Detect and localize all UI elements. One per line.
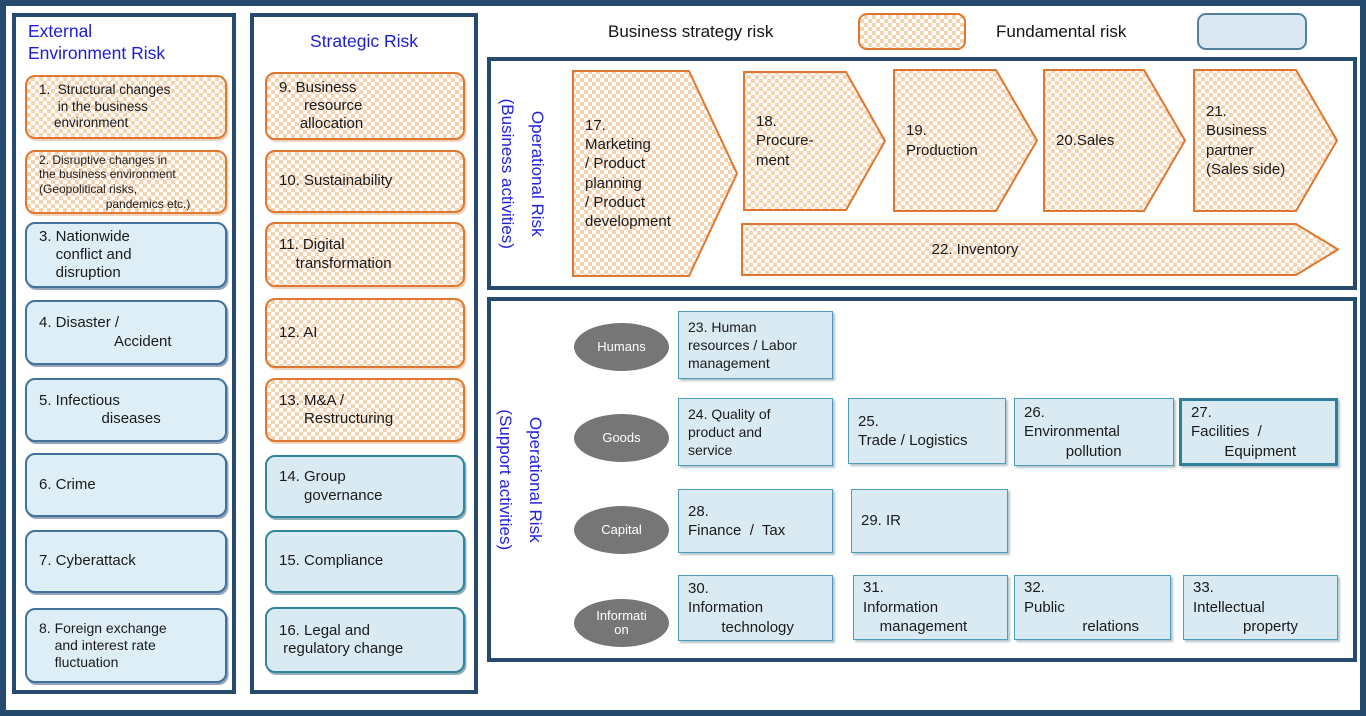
category-ellipse-information: Informati on [574, 599, 669, 647]
risk-item-25: 25. Trade / Logistics [848, 398, 1006, 464]
arrow-shape-icon [1043, 69, 1186, 212]
risk-item-7: 7. Cyberattack [25, 530, 227, 593]
process-arrow-20: 20.Sales [1043, 69, 1186, 212]
inventory-arrow-22-label: 22. Inventory [931, 240, 1019, 258]
process-arrow-17: 17. Marketing / Product planning / Produ… [572, 70, 738, 277]
risk-item-5: 5. Infectious diseases [25, 378, 227, 442]
arrow-shape-icon [741, 223, 1339, 276]
category-ellipse-goods: Goods [574, 414, 669, 462]
arrow-shape-icon [743, 71, 886, 211]
legend-business-strategy-label: Business strategy risk [608, 22, 774, 41]
risk-item-24: 24. Quality of product and service [678, 398, 833, 466]
inventory-arrow-22: 22. Inventory [741, 223, 1339, 276]
arrow-shape-icon [893, 69, 1038, 212]
risk-item-1: 1. Structural changes in the business en… [25, 75, 227, 139]
process-arrow-19-label: 19. Production [906, 122, 978, 159]
arrow-shape-icon [1193, 69, 1338, 212]
strategic-panel-title: Strategic Risk [310, 31, 418, 51]
external-panel-title: External Environment Risk [28, 21, 166, 63]
risk-item-13: 13. M&A / Restructuring [265, 378, 465, 442]
risk-item-8: 8. Foreign exchange and interest rate fl… [25, 608, 227, 683]
risk-item-26: 26. Environmental pollution [1014, 398, 1174, 466]
risk-item-10: 10. Sustainability [265, 150, 465, 213]
operational-risk-support-panel: Operational Risk (Support activities) Hu… [487, 297, 1357, 662]
risk-item-28: 28. Finance / Tax [678, 489, 833, 553]
risk-item-6: 6. Crime [25, 453, 227, 517]
risk-item-32: 32. Public relations [1014, 575, 1171, 640]
process-arrow-21: 21. Business partner (Sales side) [1193, 69, 1338, 212]
risk-item-16: 16. Legal and regulatory change [265, 607, 465, 673]
strategic-risk-panel: Strategic Risk 9. Business resource allo… [250, 13, 478, 694]
risk-item-12: 12. AI [265, 298, 465, 368]
process-arrow-20-label: 20.Sales [1056, 131, 1115, 149]
process-arrow-18-label: 18. Procure- ment [756, 113, 814, 169]
arrow-shape-icon [572, 70, 738, 277]
operational-risk-business-panel: Operational Risk (Business activities) 1… [487, 57, 1357, 290]
risk-item-31: 31. Information management [853, 575, 1008, 640]
risk-item-30: 30. Information technology [678, 575, 833, 641]
process-arrow-19: 19. Production [893, 69, 1038, 212]
business-activities-vertical-label: Operational Risk (Business activities) [498, 98, 547, 249]
risk-item-14: 14. Group governance [265, 455, 465, 518]
legend-fundamental-label: Fundamental risk [996, 22, 1127, 41]
risk-item-15: 15. Compliance [265, 530, 465, 593]
support-activities-vertical-label: Operational Risk (Support activities) [496, 409, 545, 550]
risk-item-4: 4. Disaster / Accident [25, 300, 227, 365]
legend-fundamental-swatch [1197, 13, 1307, 50]
legend-business-strategy-swatch [858, 13, 966, 50]
risk-item-29: 29. IR [851, 489, 1008, 553]
external-environment-risk-panel: External Environment Risk 1. Structural … [12, 13, 236, 694]
risk-item-33: 33. Intellectual property [1183, 575, 1338, 640]
risk-item-9: 9. Business resource allocation [265, 72, 465, 140]
risk-item-11: 11. Digital transformation [265, 222, 465, 287]
category-ellipse-humans: Humans [574, 323, 669, 371]
risk-item-23: 23. Human resources / Labor management [678, 311, 833, 379]
risk-item-3: 3. Nationwide conflict and disruption [25, 222, 227, 288]
risk-item-27: 27. Facilities / Equipment [1179, 398, 1338, 466]
risk-item-2: 2. Disruptive changes in the business en… [25, 150, 227, 214]
process-arrow-18: 18. Procure- ment [743, 71, 886, 211]
process-arrow-21-label: 21. Business partner (Sales side) [1206, 103, 1286, 178]
process-arrow-17-label: 17. Marketing / Product planning / Produ… [585, 116, 671, 230]
category-ellipse-capital: Capital [574, 506, 669, 554]
